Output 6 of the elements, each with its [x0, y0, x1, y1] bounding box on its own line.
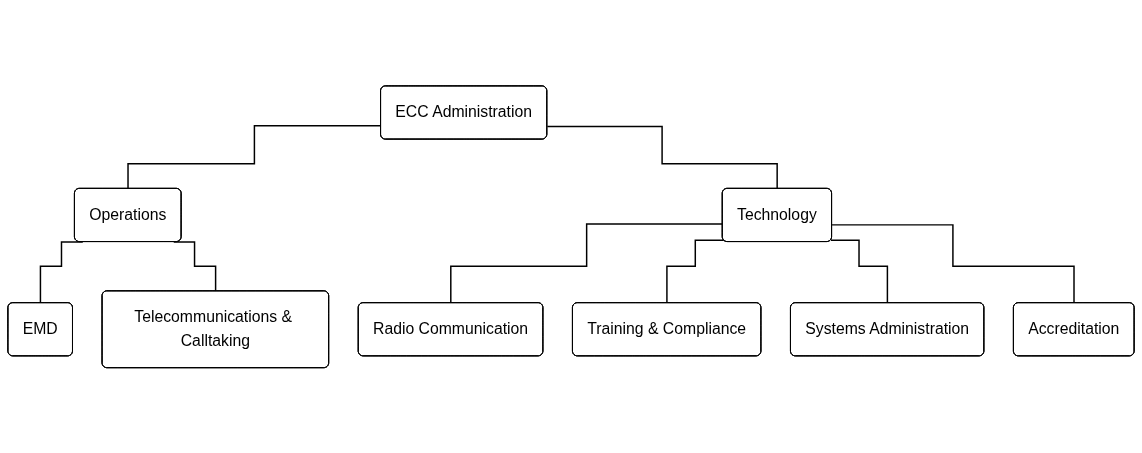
- connector: [666, 239, 725, 304]
- connector: [830, 239, 889, 304]
- connector: [450, 223, 724, 304]
- connector: [127, 124, 382, 190]
- connector: [546, 125, 779, 190]
- connector: [831, 223, 1075, 304]
